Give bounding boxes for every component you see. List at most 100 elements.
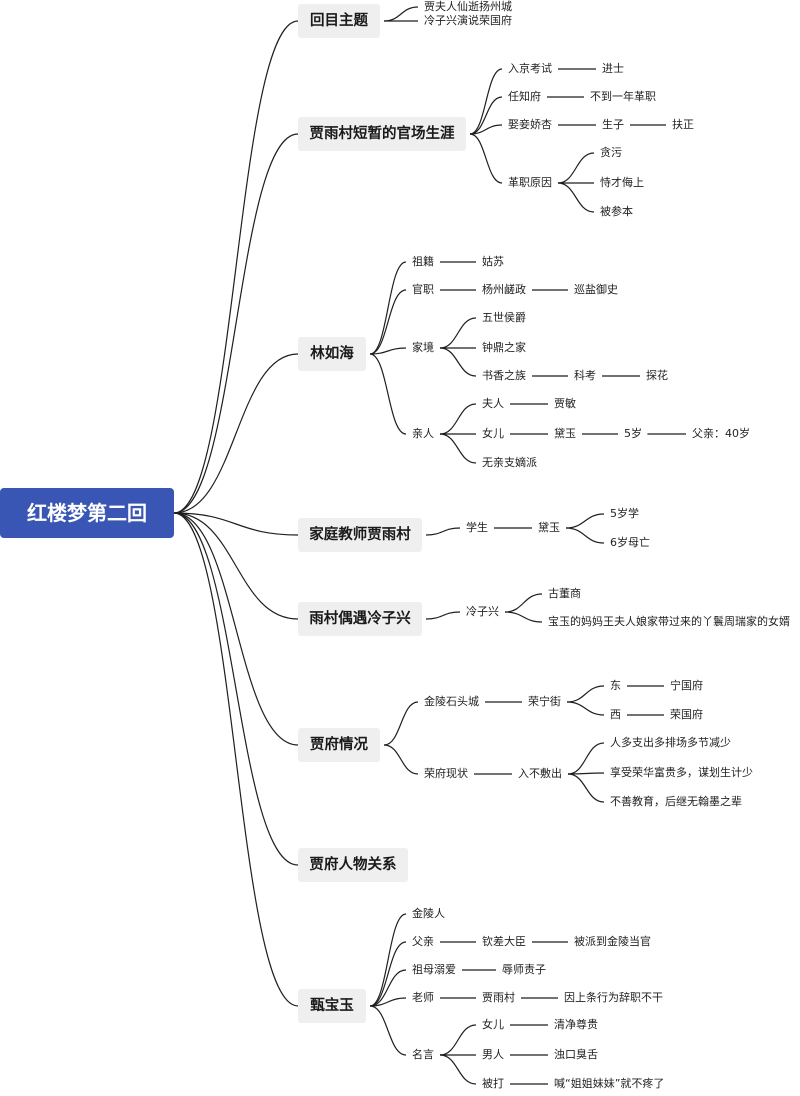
node-theme-2[interactable]: 冷子兴演说荣国府 (424, 14, 512, 27)
node-jia-min[interactable]: 贾敏 (554, 397, 576, 410)
connector-relatives (369, 353, 407, 435)
node-no-clan[interactable]: 无亲支嫡派 (482, 456, 537, 469)
node-jinling[interactable]: 金陵石头城 (424, 695, 479, 708)
node-jinshi[interactable]: 进士 (602, 62, 624, 75)
branch-relations[interactable]: 贾府人物关系 (298, 848, 408, 882)
node-arrogant[interactable]: 恃才侮上 (600, 176, 644, 189)
node-spend[interactable]: 人多支出多排场多节减少 (610, 736, 731, 749)
node-leng[interactable]: 冷子兴 (466, 605, 499, 618)
branch-yucun-career[interactable]: 贾雨村短暂的官场生涯 (298, 117, 466, 151)
node-girl[interactable]: 女儿 (482, 1018, 504, 1031)
node-sisters[interactable]: 喊“姐姐妹妹”就不疼了 (554, 1077, 665, 1090)
branch-lin-ruhai[interactable]: 林如海 (298, 337, 366, 371)
node-promote[interactable]: 扶正 (672, 118, 694, 131)
node-pure[interactable]: 清净尊贵 (554, 1018, 598, 1031)
node-daughter[interactable]: 女儿 (482, 427, 504, 440)
node-theme-1[interactable]: 贾夫人仙逝扬州城 (424, 0, 512, 13)
node-native[interactable]: 祖籍 (412, 255, 434, 268)
connector-branch-lin-ruhai (173, 353, 299, 514)
connector-branch-jia-situation (173, 512, 299, 746)
connector-girl (439, 1024, 477, 1056)
node-ningguo[interactable]: 宁国府 (670, 679, 703, 692)
connector-east (566, 685, 605, 703)
node-street[interactable]: 荣宁街 (528, 695, 561, 708)
connector-status (383, 744, 419, 775)
connector-native (369, 261, 407, 355)
connector-five-gen (439, 317, 477, 349)
node-antique[interactable]: 古董商 (548, 587, 581, 600)
node-age5[interactable]: 5岁 (624, 427, 642, 440)
node-marry[interactable]: 娶妾娇杏 (508, 118, 552, 131)
connector-exam (469, 68, 503, 135)
node-east[interactable]: 东 (610, 679, 621, 692)
node-resign[interactable]: 因上条行为辞职不干 (564, 991, 663, 1004)
node-imperial-exam[interactable]: 科考 (574, 369, 596, 382)
connector-mother6 (565, 527, 605, 544)
node-daiyu-2[interactable]: 黛玉 (538, 521, 560, 534)
node-dismiss[interactable]: 革职原因 (508, 176, 552, 189)
node-father[interactable]: 父亲 (412, 935, 434, 948)
node-corrupt[interactable]: 贪污 (600, 146, 622, 159)
connector-study5 (565, 513, 605, 529)
connector-theme-1 (383, 6, 419, 22)
node-post[interactable]: 官职 (412, 283, 434, 296)
node-deficit[interactable]: 入不敷出 (518, 767, 562, 780)
node-boy[interactable]: 男人 (482, 1048, 504, 1061)
node-daiyu-1[interactable]: 黛玉 (554, 427, 576, 440)
connector-student (425, 527, 461, 536)
node-relatives[interactable]: 亲人 (412, 427, 434, 440)
branch-meet-leng[interactable]: 雨村偶遇冷子兴 (298, 602, 422, 636)
node-status[interactable]: 荣府现状 (424, 767, 468, 780)
node-impeached[interactable]: 被参本 (600, 205, 633, 218)
node-salt-admin[interactable]: 杨州鹾政 (482, 283, 526, 296)
node-less-year[interactable]: 不到一年革职 (590, 90, 656, 103)
node-gusu[interactable]: 姑苏 (482, 255, 504, 268)
connector-no-clan (439, 433, 477, 464)
node-office[interactable]: 任知府 (508, 90, 541, 103)
node-mother6[interactable]: 6岁母亡 (610, 536, 650, 549)
node-teacher[interactable]: 老师 (412, 991, 434, 1004)
root-node[interactable]: 红楼梦第二回 (0, 488, 174, 538)
connector-west (566, 701, 605, 716)
node-son[interactable]: 生子 (602, 118, 624, 131)
connector-leng (425, 611, 461, 620)
node-sent[interactable]: 被派到金陵当官 (574, 935, 651, 948)
node-study5[interactable]: 5岁学 (610, 507, 639, 520)
connector-antique (504, 593, 543, 613)
node-edu[interactable]: 不善教育，后继无翰墨之辈 (610, 795, 742, 808)
connector-spend (567, 742, 605, 775)
node-scholarly[interactable]: 书香之族 (482, 369, 526, 382)
connector-branch-meet-leng (173, 512, 299, 620)
connector-post (369, 289, 407, 355)
branch-jia-situation[interactable]: 贾府情况 (298, 728, 380, 762)
node-family[interactable]: 家境 (412, 341, 434, 354)
node-wife[interactable]: 夫人 (482, 397, 504, 410)
node-salt-censor[interactable]: 巡盐御史 (574, 283, 618, 296)
node-tanhua[interactable]: 探花 (646, 369, 668, 382)
branch-tutor[interactable]: 家庭教师贾雨村 (298, 518, 422, 552)
node-grandma[interactable]: 祖母溺爱 (412, 963, 456, 976)
node-exam[interactable]: 入京考试 (508, 62, 552, 75)
node-scold[interactable]: 辱师责子 (502, 963, 546, 976)
node-envoy[interactable]: 钦差大臣 (482, 935, 526, 948)
node-jinling-man[interactable]: 金陵人 (412, 907, 445, 920)
node-noble[interactable]: 钟鼎之家 (482, 341, 526, 354)
branch-zhen-baoyu[interactable]: 甄宝玉 (298, 989, 366, 1023)
node-foul[interactable]: 浊口臭舌 (554, 1048, 598, 1061)
branch-theme[interactable]: 回目主题 (298, 4, 380, 38)
connector-beaten (439, 1054, 477, 1085)
node-five-gen[interactable]: 五世侯爵 (482, 311, 526, 324)
node-west[interactable]: 西 (610, 708, 621, 721)
node-student[interactable]: 学生 (466, 521, 488, 534)
node-father40[interactable]: 父亲：40岁 (692, 427, 750, 440)
node-sayings[interactable]: 名言 (412, 1048, 434, 1061)
node-son-in-law[interactable]: 宝玉的妈妈王夫人娘家带过来的丫鬟周瑞家的女婿 (548, 615, 790, 628)
connector-branch-tutor (173, 512, 299, 536)
node-enjoy[interactable]: 享受荣华富贵多，谋划生计少 (610, 766, 753, 779)
connector-edu (567, 773, 605, 803)
node-yucun[interactable]: 贾雨村 (482, 991, 515, 1004)
node-rongguo[interactable]: 荣国府 (670, 708, 703, 721)
connector-branch-zhen-baoyu (173, 512, 299, 1007)
node-beaten[interactable]: 被打 (482, 1077, 504, 1090)
